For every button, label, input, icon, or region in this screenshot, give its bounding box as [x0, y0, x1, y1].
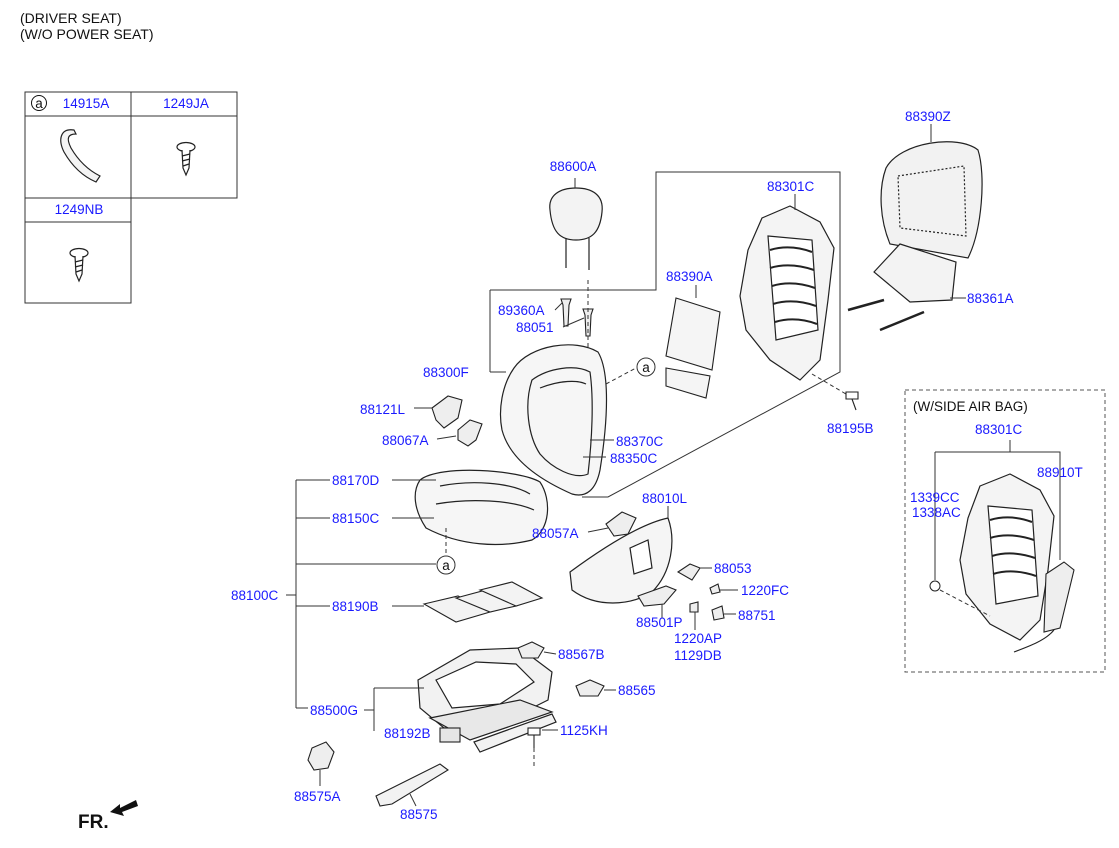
- airbag-module-icon: [1013, 561, 1075, 653]
- callout-a-back-leader: [605, 367, 637, 385]
- label-88567b: 88567B: [558, 647, 605, 662]
- rail-cover-88575-icon: [375, 763, 449, 807]
- label-88150c: 88150C: [332, 511, 380, 526]
- back-net: [847, 243, 957, 332]
- label-88361a: 88361A: [967, 291, 1014, 306]
- label-88195b: 88195B: [827, 421, 874, 436]
- label-88300f: 88300F: [423, 365, 469, 380]
- clip-88567b-icon: [517, 641, 545, 659]
- label-89360a: 89360A: [498, 303, 545, 318]
- leader-88051: [562, 317, 585, 328]
- label-88575: 88575: [400, 807, 438, 822]
- label-1220ap: 1220AP: [674, 631, 722, 646]
- label-88390z: 88390Z: [905, 109, 951, 124]
- label-88121l: 88121L: [360, 402, 406, 417]
- leader-88567b: [543, 651, 557, 655]
- clip-88565-icon: [575, 679, 605, 697]
- recliner-covers: [431, 395, 483, 447]
- legend-14915a: 14915A: [63, 96, 110, 111]
- screw-1249ja-icon: [176, 141, 196, 177]
- label-88057a: 88057A: [532, 526, 579, 541]
- label-88390a: 88390A: [666, 269, 713, 284]
- label-88190b: 88190B: [332, 599, 379, 614]
- leader-88067a: [436, 435, 457, 440]
- label-88053: 88053: [714, 561, 752, 576]
- seatback-frame: [739, 205, 835, 381]
- side-airbag-title: (W/SIDE AIR BAG): [913, 399, 1028, 414]
- legend-marker-circle: [31, 95, 47, 111]
- legend-1249nb: 1249NB: [55, 202, 104, 217]
- back-pad: [665, 297, 721, 399]
- label-88301c: 88301C: [767, 179, 815, 194]
- front-direction-label: FR.: [78, 812, 109, 833]
- label-88910t: 88910T: [1037, 465, 1083, 480]
- label-1339cc: 1339CC: [910, 490, 960, 505]
- callout-a-back-circle: [636, 357, 656, 377]
- label-88751: 88751: [738, 608, 776, 623]
- label-1129db: 1129DB: [674, 648, 722, 663]
- label-88350c: 88350C: [610, 451, 658, 466]
- side-shield: [569, 517, 673, 604]
- label-88067a: 88067A: [382, 433, 429, 448]
- label-88501p: 88501P: [636, 615, 683, 630]
- label-1125kh: 1125KH: [560, 723, 608, 738]
- label-88010l: 88010L: [642, 491, 688, 506]
- seat-mats: [422, 581, 544, 623]
- headrest: [549, 187, 603, 270]
- label-88370c: 88370C: [616, 434, 664, 449]
- callout-a-seat-circle: [436, 555, 456, 575]
- seatback-cover: [499, 344, 608, 496]
- header-without-power-seat: (W/O POWER SEAT): [20, 26, 154, 42]
- bracket-88057a-icon: [605, 511, 637, 537]
- leader-89360a: [554, 302, 563, 311]
- label-1220fc: 1220FC: [741, 583, 789, 598]
- label-88051: 88051: [516, 320, 554, 335]
- seatback-group-outline: [490, 171, 841, 498]
- seat-track-frame: [417, 647, 557, 753]
- bolt-88195b-icon: [845, 391, 859, 411]
- wire-clip-icon: [60, 129, 101, 183]
- bolt-1125kh-icon: [527, 727, 541, 748]
- seat-cushion: [414, 469, 549, 546]
- header-driver-seat: (DRIVER SEAT): [20, 10, 122, 26]
- screw-1249nb-icon: [69, 247, 89, 283]
- callout-a-seat: a: [442, 558, 450, 573]
- label-1338ac: 1338AC: [912, 505, 961, 520]
- front-arrow-icon: [110, 800, 138, 816]
- label-airbag-88301c: 88301C: [975, 422, 1023, 437]
- leader-88575: [409, 793, 417, 807]
- airbag-seatback-frame: [959, 473, 1055, 641]
- label-88565: 88565: [618, 683, 656, 698]
- label-88575a: 88575A: [294, 789, 341, 804]
- back-board: [880, 141, 983, 259]
- module-88192b-icon: [439, 727, 461, 743]
- recliner-handle: [637, 563, 725, 621]
- legend-1249ja: 1249JA: [163, 96, 209, 111]
- airbag-nut-icon: [929, 580, 941, 592]
- label-88192b: 88192B: [384, 726, 431, 741]
- label-88600a: 88600A: [550, 159, 597, 174]
- legend-table: [24, 91, 238, 304]
- label-88170d: 88170D: [332, 473, 380, 488]
- leader-88057a: [587, 527, 609, 533]
- label-88100c: 88100C: [231, 588, 279, 603]
- callout-a-back: a: [642, 360, 650, 375]
- label-88500g: 88500G: [310, 703, 358, 718]
- legend-marker: a: [35, 96, 43, 111]
- airbag-bracket: [935, 451, 1061, 560]
- side-airbag-box: [904, 389, 1106, 673]
- airbag-nut-dash: [939, 589, 991, 617]
- cover-88575a-icon: [307, 741, 335, 771]
